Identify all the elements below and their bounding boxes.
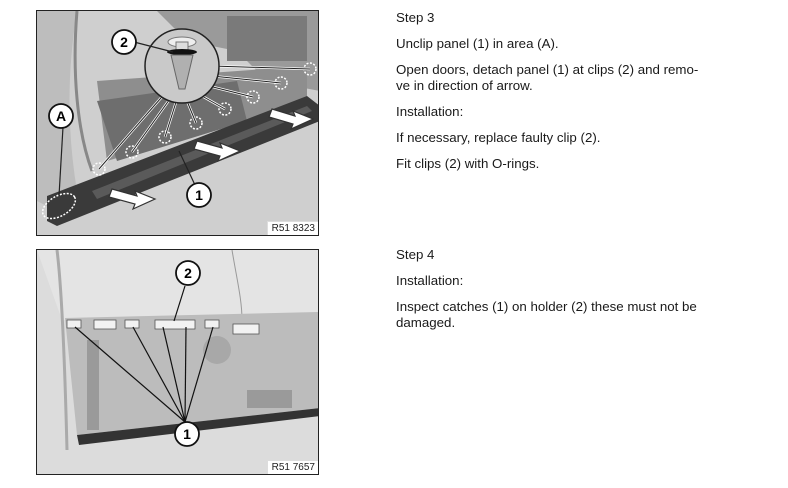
step-heading: Step 4 [396,247,435,262]
callout-2: 2 [111,29,137,55]
callout-1: 1 [174,421,200,447]
instruction: Unclip panel (1) in area (A). [396,36,559,51]
instruction: If necessary, replace faulty clip (2). [396,130,601,145]
instruction: Open doors, detach panel (1) at clips (2… [396,62,699,93]
door-sill-panel-drawing: 2 A 1 [37,11,318,235]
instruction: Installation: [396,104,464,119]
step4-instructions: Step 4 Installation: Inspect catches (1)… [396,247,756,341]
figure-code: R51 8323 [266,221,318,235]
svg-text:2: 2 [184,265,192,281]
step3-illustration: 2 A 1 R51 8323 [36,10,319,236]
svg-text:A: A [56,108,66,124]
svg-text:1: 1 [195,187,203,203]
instruction: Inspect catches (1) on holder (2) these … [396,299,697,330]
instruction: Installation: [396,273,464,288]
panel-holder-drawing: 2 1 [37,250,318,474]
step-heading: Step 3 [396,10,435,25]
step3-instructions: Step 3 Unclip panel (1) in area (A). Ope… [396,10,756,182]
instruction: Fit clips (2) with O-rings. [396,156,540,171]
callout-a: A [48,103,74,129]
clip-icon [167,36,197,90]
svg-text:2: 2 [120,34,128,50]
callout-1: 1 [186,182,212,208]
figure-code: R51 7657 [266,460,318,474]
callout-2: 2 [175,260,201,286]
step4-illustration: 2 1 R51 7657 [36,249,319,475]
svg-text:1: 1 [183,426,191,442]
